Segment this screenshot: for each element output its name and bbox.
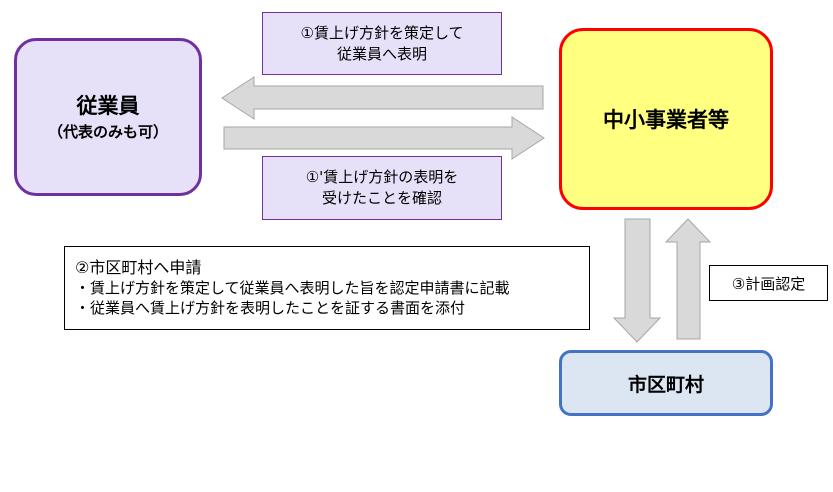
arrow-up (664, 218, 712, 340)
arrow-left (221, 76, 544, 120)
sme-box: 中小事業者等 (559, 28, 773, 210)
city-label: 市区町村 (627, 373, 704, 396)
arrow-right (223, 116, 545, 160)
note-confirm: ①'賃上げ方針の表明を 受けたことを確認 (262, 156, 502, 220)
sme-label: 中小事業者等 (603, 108, 729, 132)
employee-label: 従業員 (76, 94, 140, 118)
note-application-title: ②市区町村へ申請 (75, 258, 202, 277)
employee-sublabel: （代表のみも可） (47, 123, 168, 141)
arrow-down (612, 218, 662, 343)
note-announce-line2: 従業員へ表明 (336, 44, 427, 63)
city-box: 市区町村 (559, 350, 773, 416)
note-approval-label: ③計画認定 (731, 274, 806, 293)
note-approval: ③計画認定 (709, 265, 828, 301)
note-application-item: ・賃上げ方針を策定して従業員へ表明した旨を認定申請書に記載 (75, 279, 510, 297)
employee-box: 従業員 （代表のみも可） (14, 38, 202, 196)
note-application: ②市区町村へ申請 ・賃上げ方針を策定して従業員へ表明した旨を認定申請書に記載 ・… (64, 246, 590, 330)
note-confirm-line1: ①'賃上げ方針の表明を (305, 168, 459, 186)
note-application-item: ・従業員へ賃上げ方針を表明したことを証する書面を添付 (75, 299, 466, 317)
note-announce-line1: ①賃上げ方針を策定して (300, 23, 464, 42)
note-confirm-line2: 受けたことを確認 (321, 189, 442, 207)
note-announce: ①賃上げ方針を策定して 従業員へ表明 (262, 12, 502, 75)
